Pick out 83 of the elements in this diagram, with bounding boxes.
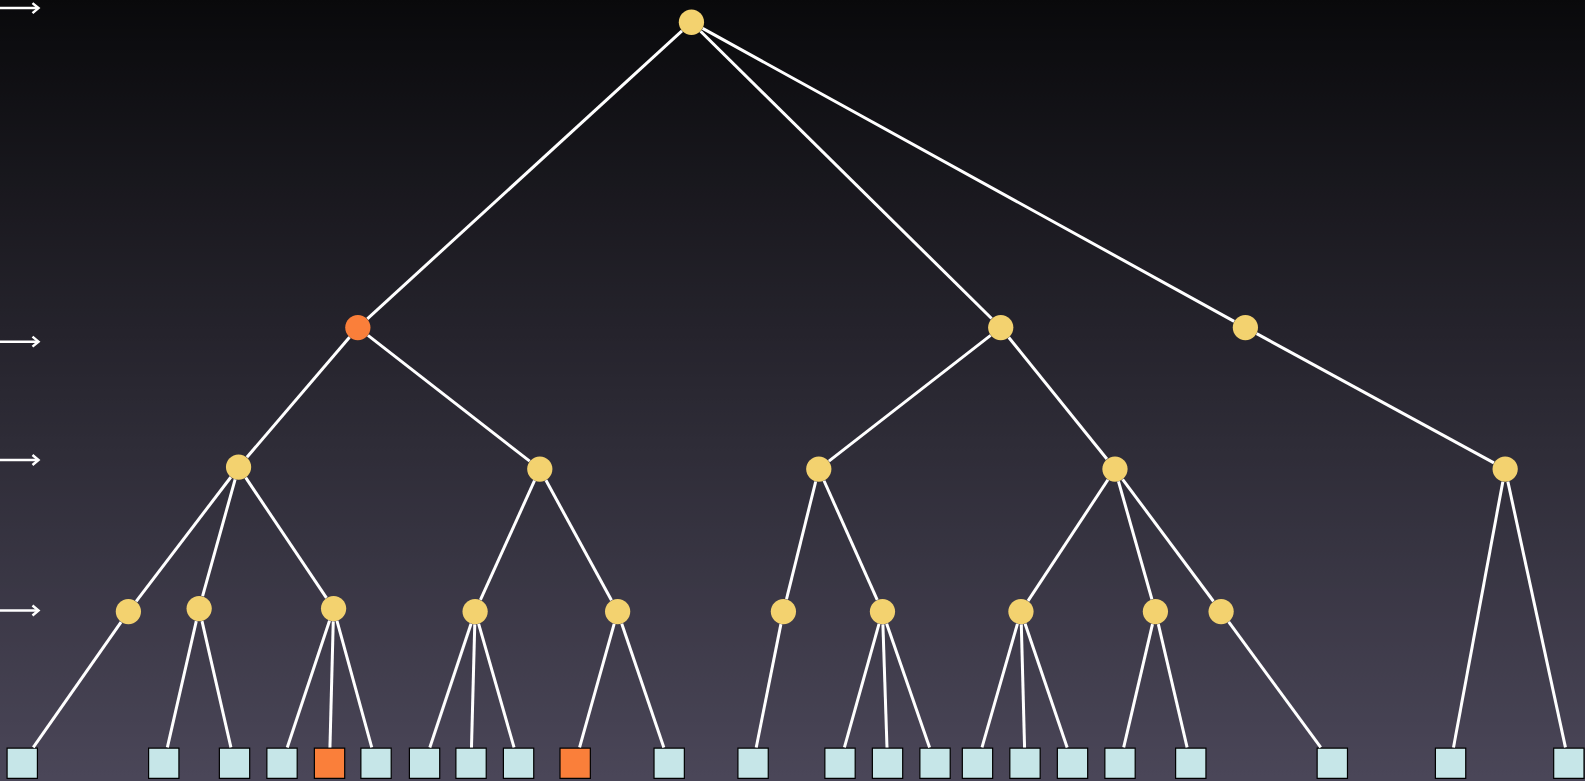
leaf-square [455,747,487,779]
leaf-square [1009,747,1041,779]
branch-line [822,479,879,601]
branch-line [328,621,335,748]
branch-line [201,478,237,597]
branch-line [1122,623,1154,748]
tree-node-dot [770,598,797,624]
branch-line [470,624,477,748]
tree-node-dot [225,454,252,480]
leaf-square [1056,747,1089,779]
branch-line [1121,478,1215,602]
branch-line [200,620,233,748]
tree-node-dot [988,314,1014,340]
leaf-square [218,747,251,779]
branch-line [1007,336,1109,460]
branch-line [1156,623,1189,748]
branch-line [578,623,616,748]
tree-node-dot [605,598,631,624]
tree-node-dot [1208,598,1234,624]
branch-line [479,479,536,601]
branch-line [885,623,931,748]
leaf-square [1104,747,1136,779]
tree-node-dot [462,598,488,624]
tree-node-dot [806,456,832,482]
leaf-square [502,747,535,779]
tree-node-dot [320,595,347,621]
branch-line [881,624,889,748]
branch-line [285,620,331,748]
branch-line [785,480,818,600]
leaf-square [737,747,769,779]
branch-line [244,476,328,599]
branch-line [701,26,1235,323]
tree-node-dot [678,9,705,35]
tree-node-dot [1008,598,1034,624]
branch-line [843,623,881,748]
branch-line [165,620,198,748]
branch-line [1506,481,1567,748]
branch-line [1026,478,1110,602]
branch-line [1023,623,1069,748]
branch-line [754,623,783,748]
branch-line [32,621,123,749]
branch-line [699,30,993,320]
branch-line [1255,332,1495,464]
branch-line [1117,480,1154,600]
leaf-square [871,747,904,779]
leaf-square [1434,747,1467,779]
branch-line [366,29,683,320]
leaf-square [360,747,392,779]
branch-line [544,479,613,601]
leaf-square [148,747,180,779]
tree-node-dot [1492,456,1518,482]
branch-line [1227,620,1322,749]
tree-node-dot [115,598,141,624]
leaf-square [824,747,856,779]
leaf-square [1316,747,1349,779]
branch-line [980,623,1019,748]
leaf-square [653,747,685,779]
branch-line [828,334,992,463]
branch-line [367,334,531,463]
leaf-square [1175,747,1207,779]
tree-node-dot [527,456,553,482]
branch-line [1019,624,1027,748]
branch-line [245,336,351,459]
branch-line [620,623,666,748]
leaf-square [961,747,994,779]
tree-node-dot [1102,456,1128,482]
branch-line [134,476,232,603]
leaf-square [1553,747,1585,779]
leaf-square [408,747,441,779]
tree-node-dot [869,598,896,624]
leaf-square [266,747,298,779]
branch-line [335,620,374,748]
branch-line [477,623,516,748]
leaf-square [919,747,951,779]
leaf-square [313,747,346,779]
branch-line [1452,481,1505,748]
tree-node-dot [345,314,371,340]
leaf-square [6,747,38,779]
tree-node-dot [1232,314,1258,340]
leaf-square [559,747,591,779]
tree-node-dot [186,595,212,621]
tree-node-dot [1142,598,1169,624]
branch-line [428,623,473,748]
